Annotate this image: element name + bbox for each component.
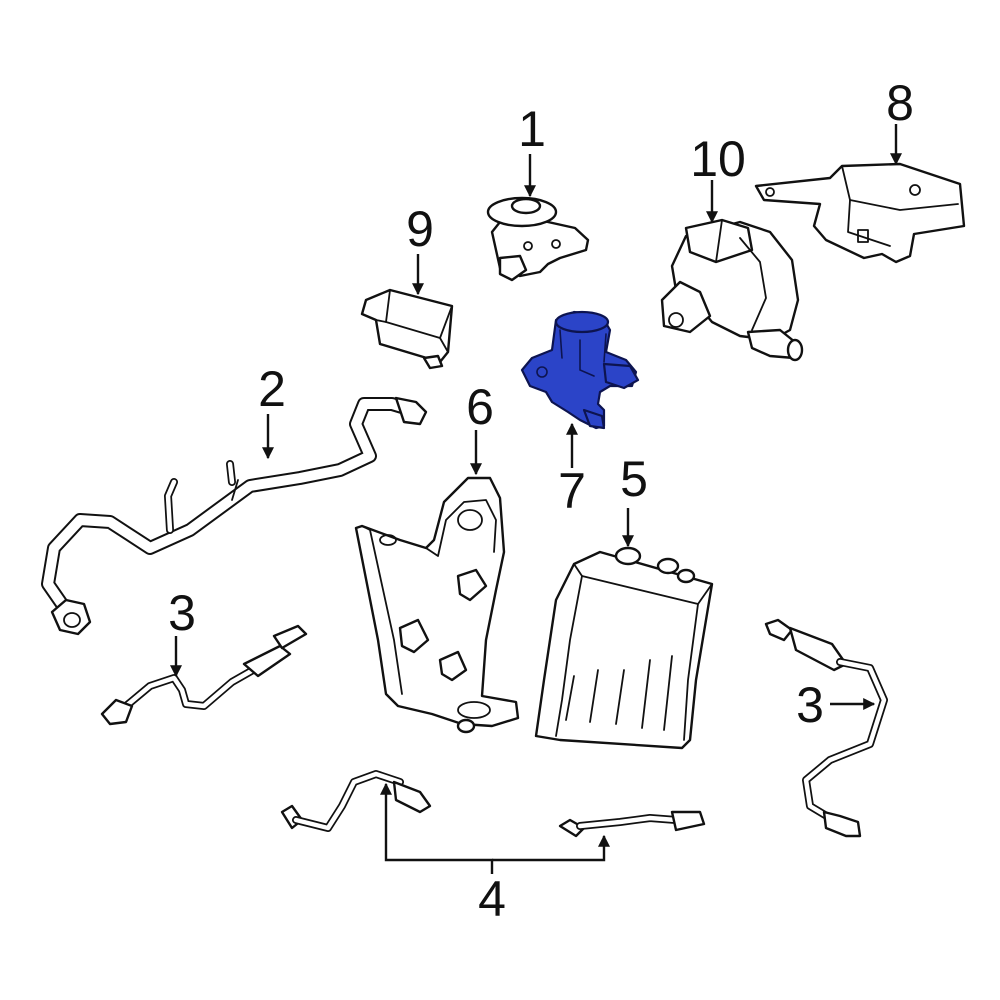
part-7-purge-valve-highlighted[interactable] (520, 310, 640, 430)
part-10-valve-assembly[interactable] (660, 218, 804, 362)
callout-7: 7 (558, 463, 586, 519)
callout-3-left: 3 (168, 585, 196, 641)
leader-4-bracket (380, 782, 494, 874)
callout-9: 9 (406, 201, 434, 257)
part-4-oxygen-sensor-b[interactable] (558, 810, 706, 838)
part-8-bracket[interactable] (754, 162, 966, 264)
part-5-charcoal-canister[interactable] (534, 546, 714, 750)
callout-4: 4 (478, 871, 506, 927)
callout-6: 6 (466, 379, 494, 435)
part-3-oxygen-sensor-left[interactable] (100, 624, 308, 726)
part-4-oxygen-sensor-a[interactable] (280, 770, 432, 832)
callout-1: 1 (518, 101, 546, 157)
leader-4-right (492, 834, 610, 862)
callout-2: 2 (258, 361, 286, 417)
part-2-vacuum-hose[interactable] (41, 396, 428, 636)
part-3-oxygen-sensor-right[interactable] (764, 618, 888, 838)
part-1-egr-valve[interactable] (486, 196, 590, 282)
callout-5: 5 (620, 451, 648, 507)
callout-8: 8 (886, 75, 914, 131)
part-6-canister-bracket[interactable] (354, 476, 520, 734)
callout-10: 10 (690, 131, 746, 187)
callout-3-right: 3 (796, 677, 824, 733)
part-9-control-module[interactable] (360, 288, 454, 370)
